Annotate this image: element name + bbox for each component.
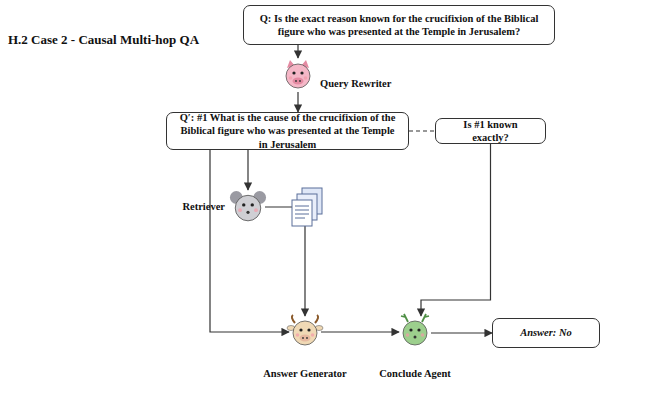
check-box: Is #1 known exactly?	[435, 118, 546, 144]
answer-generator-agent: Answer Generator	[289, 316, 321, 348]
box-text: Answer: No	[520, 326, 572, 339]
agent-label: Answer Generator	[263, 368, 347, 379]
box-text: Q′: #1 What is the cause of the crucifix…	[175, 111, 400, 150]
conclude-agent: Conclude Agent	[399, 316, 431, 348]
connector	[321, 331, 399, 332]
box-text: Is #1 known exactly?	[444, 118, 537, 144]
connector	[421, 144, 491, 316]
cow-icon	[289, 316, 321, 348]
query-rewriter-agent: Query Rewriter	[282, 58, 314, 92]
pig-icon	[282, 58, 314, 92]
heading: H.2 Case 2 - Causal Multi-hop QA	[8, 32, 199, 48]
agent-label: Retriever	[182, 201, 225, 212]
answer-box: Answer: No	[492, 318, 600, 348]
deer-icon	[399, 316, 431, 348]
mouse-icon	[231, 190, 265, 224]
documents-icon	[290, 186, 326, 230]
connector	[210, 150, 289, 332]
box-text: Q: Is the exact reason known for the cru…	[252, 12, 546, 38]
retriever-agent: Retriever	[231, 190, 265, 224]
agent-label: Query Rewriter	[320, 78, 391, 89]
question-box: Q: Is the exact reason known for the cru…	[243, 5, 555, 45]
connector	[431, 332, 492, 333]
connector	[297, 92, 298, 112]
connector	[297, 45, 298, 58]
connector	[247, 150, 248, 190]
connector	[409, 130, 435, 131]
rewritten-query-box: Q′: #1 What is the cause of the crucifix…	[166, 112, 409, 150]
agent-label: Conclude Agent	[379, 368, 450, 379]
